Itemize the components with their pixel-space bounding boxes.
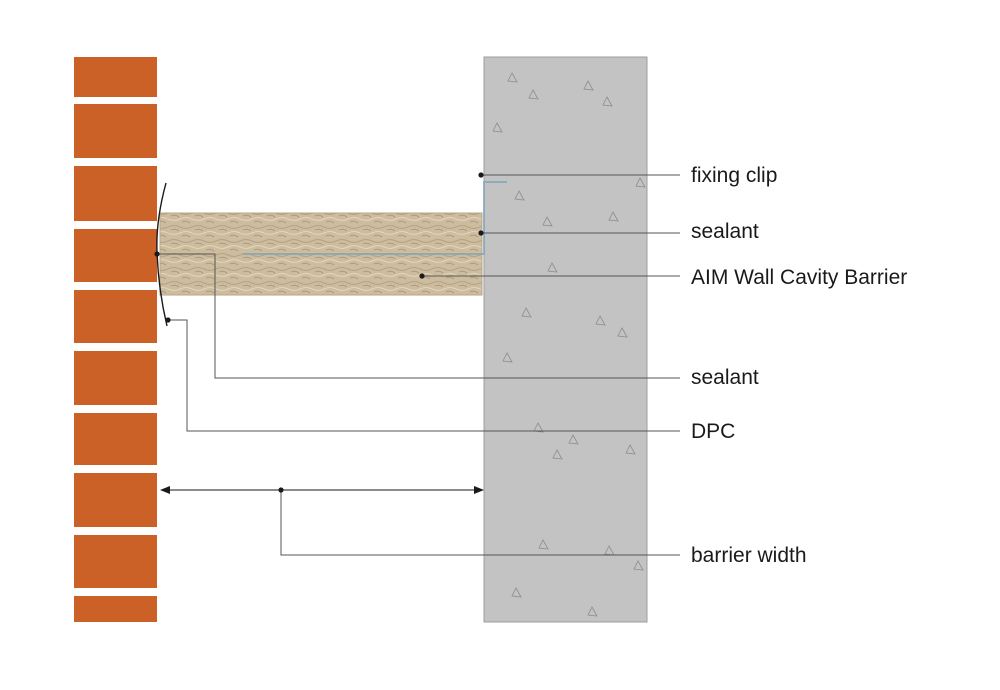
aggregate-mark	[608, 211, 619, 222]
dot-fixing-clip	[478, 172, 484, 178]
label-sealant-top: sealant	[691, 220, 759, 243]
label-sealant-bottom: sealant	[691, 366, 759, 389]
aggregate-mark	[617, 327, 628, 338]
aggregate-mark	[511, 587, 522, 598]
dot-sealant-top	[478, 230, 484, 236]
aggregate-mark	[514, 190, 525, 201]
dot-sealant-bottom	[154, 251, 160, 257]
aggregate-mark	[568, 434, 579, 445]
aggregate-mark	[492, 122, 503, 133]
leader-barrier-width	[280, 490, 680, 556]
aggregate-mark	[542, 216, 553, 227]
brick	[74, 473, 157, 527]
aggregate-mark	[587, 606, 598, 617]
brick	[74, 104, 157, 158]
leader-lines	[157, 174, 680, 556]
brick	[74, 290, 157, 343]
brick	[74, 57, 157, 97]
label-cavity-barrier: AIM Wall Cavity Barrier	[691, 266, 908, 289]
aggregate-mark	[502, 352, 513, 363]
brick-wall	[74, 57, 157, 622]
fixing-clip	[243, 181, 507, 255]
brick	[74, 166, 157, 221]
aggregate-mark	[595, 315, 606, 326]
brick	[74, 413, 157, 465]
dimension-arrow-right	[474, 486, 484, 494]
aggregate-mark	[521, 307, 532, 318]
aggregate-mark	[633, 560, 644, 571]
aggregate-mark	[552, 449, 563, 460]
aggregate-mark	[583, 80, 594, 91]
concrete-wall	[483, 56, 648, 623]
aggregate-mark	[528, 89, 539, 100]
leader-sealant-bottom	[157, 253, 680, 379]
brick	[74, 596, 157, 622]
aggregate-mark	[602, 96, 613, 107]
brick	[74, 535, 157, 588]
dimension-arrow-left	[160, 486, 170, 494]
dot-barrier	[419, 273, 425, 279]
barrier-width-dimension	[160, 486, 484, 494]
aggregate-mark	[547, 262, 558, 273]
leader-dots	[154, 172, 484, 493]
concrete-aggregate-marks	[492, 72, 646, 617]
brick	[74, 351, 157, 405]
aggregate-mark	[625, 444, 636, 455]
dot-dpc	[165, 317, 171, 323]
label-dpc: DPC	[691, 420, 736, 443]
brick	[74, 229, 157, 282]
label-barrier-width: barrier width	[691, 544, 807, 567]
aggregate-mark	[507, 72, 518, 83]
aggregate-mark	[635, 177, 646, 188]
label-fixing-clip: fixing clip	[691, 164, 778, 187]
aggregate-mark	[538, 539, 549, 550]
leader-dpc	[168, 319, 680, 432]
